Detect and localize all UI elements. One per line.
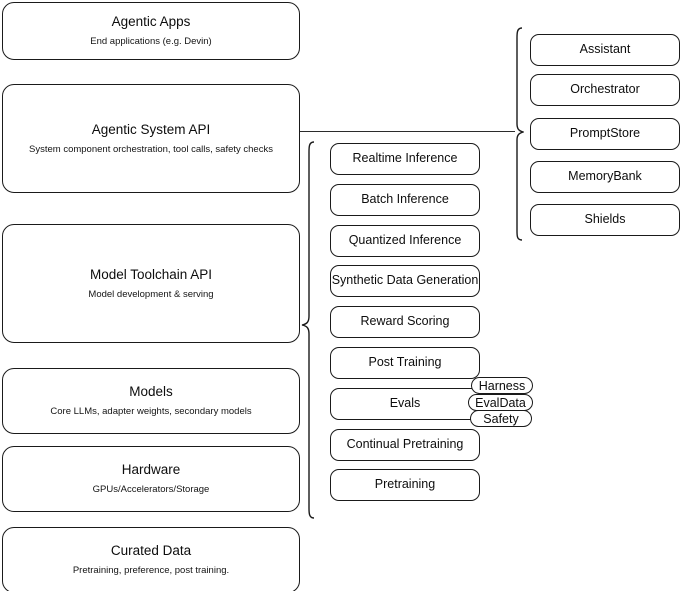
evals-badge-evaldata[interactable]: EvalData	[468, 394, 533, 411]
layer-subtitle: System component orchestration, tool cal…	[29, 143, 273, 155]
evals-badge-harness[interactable]: Harness	[471, 377, 533, 394]
item-label: Pretraining	[374, 477, 436, 492]
item-label: Continual Pretraining	[346, 437, 464, 452]
evals-badge-safety[interactable]: Safety	[470, 410, 532, 427]
toolchain-item-evals[interactable]: Evals	[330, 388, 480, 420]
toolchain-item-batch-inference[interactable]: Batch Inference	[330, 184, 480, 216]
layer-subtitle: Core LLMs, adapter weights, secondary mo…	[50, 406, 252, 417]
item-label: PromptStore	[569, 126, 641, 141]
layer-agentic-system-api[interactable]: Agentic System API System component orch…	[2, 84, 300, 193]
toolchain-item-pretraining[interactable]: Pretraining	[330, 469, 480, 501]
layer-agentic-apps[interactable]: Agentic Apps End applications (e.g. Devi…	[2, 2, 300, 60]
brace-model-toolchain	[301, 141, 315, 519]
system-component-assistant[interactable]: Assistant	[530, 34, 680, 66]
layer-title: Agentic System API	[91, 121, 211, 137]
item-label: Synthetic Data Generation	[331, 273, 479, 288]
toolchain-item-synthetic-data-generation[interactable]: Synthetic Data Generation	[330, 265, 480, 297]
layer-title: Agentic Apps	[111, 14, 191, 30]
layer-title: Hardware	[121, 462, 181, 478]
system-component-orchestrator[interactable]: Orchestrator	[530, 74, 680, 106]
layer-title: Curated Data	[110, 543, 192, 559]
layer-hardware[interactable]: Hardware GPUs/Accelerators/Storage	[2, 446, 300, 512]
item-label: Orchestrator	[570, 82, 640, 97]
layer-subtitle: Pretraining, preference, post training.	[72, 565, 230, 576]
toolchain-item-continual-pretraining[interactable]: Continual Pretraining	[330, 429, 480, 461]
toolchain-item-reward-scoring[interactable]: Reward Scoring	[330, 306, 480, 338]
item-label: Assistant	[579, 42, 631, 57]
layer-subtitle: End applications (e.g. Devin)	[90, 36, 212, 47]
layer-subtitle: GPUs/Accelerators/Storage	[92, 484, 210, 495]
toolchain-item-post-training[interactable]: Post Training	[330, 347, 480, 379]
brace-agentic-system	[516, 27, 524, 241]
layer-curated-data[interactable]: Curated Data Pretraining, preference, po…	[2, 527, 300, 591]
item-label: Shields	[584, 212, 626, 227]
item-label: Batch Inference	[361, 192, 449, 207]
item-label: Post Training	[368, 355, 442, 370]
system-component-promptstore[interactable]: PromptStore	[530, 118, 680, 150]
item-label: Realtime Inference	[352, 151, 458, 166]
layer-title: Models	[129, 384, 173, 400]
item-label: Evals	[389, 396, 421, 411]
toolchain-item-realtime-inference[interactable]: Realtime Inference	[330, 143, 480, 175]
item-label: Reward Scoring	[360, 314, 450, 329]
toolchain-item-quantized-inference[interactable]: Quantized Inference	[330, 225, 480, 257]
system-component-shields[interactable]: Shields	[530, 204, 680, 236]
connector-agentic-system-api-to-components	[300, 131, 515, 133]
layer-subtitle: Model development & serving	[88, 288, 214, 300]
item-label: MemoryBank	[568, 169, 642, 184]
layer-models[interactable]: Models Core LLMs, adapter weights, secon…	[2, 368, 300, 434]
item-label: Quantized Inference	[348, 233, 462, 248]
layer-title: Model Toolchain API	[89, 266, 213, 282]
layer-model-toolchain-api[interactable]: Model Toolchain API Model development & …	[2, 224, 300, 343]
system-component-memorybank[interactable]: MemoryBank	[530, 161, 680, 193]
